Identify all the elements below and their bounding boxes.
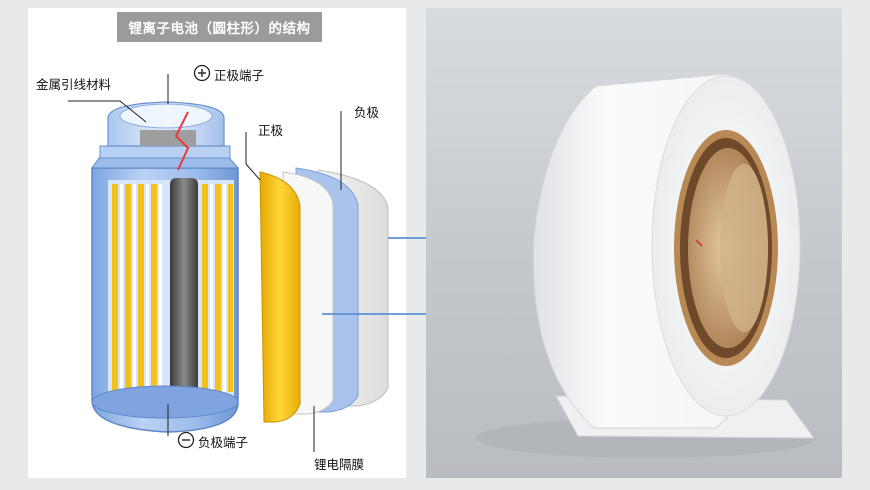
diagram-title: 锂离子电池（圆柱形）的结构: [117, 12, 322, 42]
casing-bottom: [91, 385, 239, 419]
cap-inner-plate: [140, 130, 196, 146]
wound-electrode-stack: [112, 184, 233, 392]
label-negative-electrode: 负极: [354, 105, 380, 120]
center-core: [170, 178, 198, 396]
battery-structure-panel: 锂离子电池（圆柱形）的结构: [28, 8, 406, 478]
core-red-mark: [695, 239, 703, 247]
minus-circle-icon: [177, 431, 195, 449]
label-positive-electrode: 正极: [258, 123, 284, 138]
separator-roll-photo: [426, 8, 842, 478]
label-lead-material: 金属引线材料: [36, 77, 112, 92]
label-separator: 锂电隔膜: [314, 457, 365, 472]
cap-top-face: [119, 103, 213, 129]
battery-cross-section-illustration: [68, 64, 389, 452]
leader-lines: [68, 74, 342, 452]
metal-lead-wire: [174, 111, 190, 171]
core-hollow: [720, 164, 768, 332]
leader-lead-material: [68, 100, 147, 123]
leader-positive-electrode: [245, 132, 261, 181]
gasket-ring: [99, 145, 231, 159]
plus-circle-icon: [193, 64, 211, 82]
separator-roll-illustration: [476, 73, 816, 458]
positive-electrode-layer: [259, 171, 301, 423]
label-positive-terminal: 正极端子: [214, 68, 265, 83]
label-negative-terminal: 负极端子: [198, 435, 249, 450]
